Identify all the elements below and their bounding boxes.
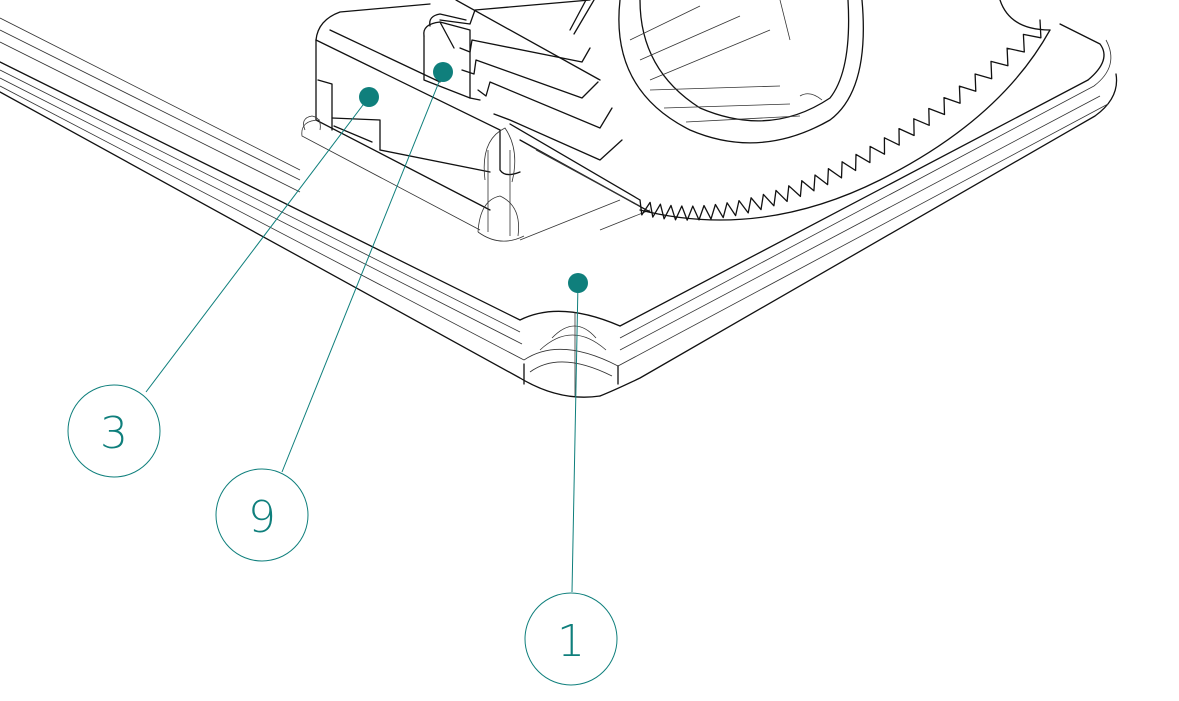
callout-9-label: 9	[248, 492, 276, 543]
callout-9-dot	[433, 62, 453, 82]
callout-9-bubble	[215, 468, 309, 562]
gear-ring	[618, 0, 1051, 221]
callout-1-label: 1	[557, 616, 585, 667]
callout-1-bubble	[524, 592, 618, 686]
callout-3-label: 3	[100, 408, 128, 459]
callout-3-bubble	[67, 384, 161, 478]
callout-3: 3	[67, 87, 379, 478]
block-part-3	[301, 3, 525, 242]
base-plate	[0, 17, 1118, 398]
callout-3-dot	[359, 87, 379, 107]
callout-9: 9	[215, 62, 453, 562]
slider-part-9	[423, 13, 481, 101]
callout-1: 1	[524, 273, 618, 686]
callout-1-dot	[568, 273, 588, 293]
rack-bar	[439, 0, 651, 213]
